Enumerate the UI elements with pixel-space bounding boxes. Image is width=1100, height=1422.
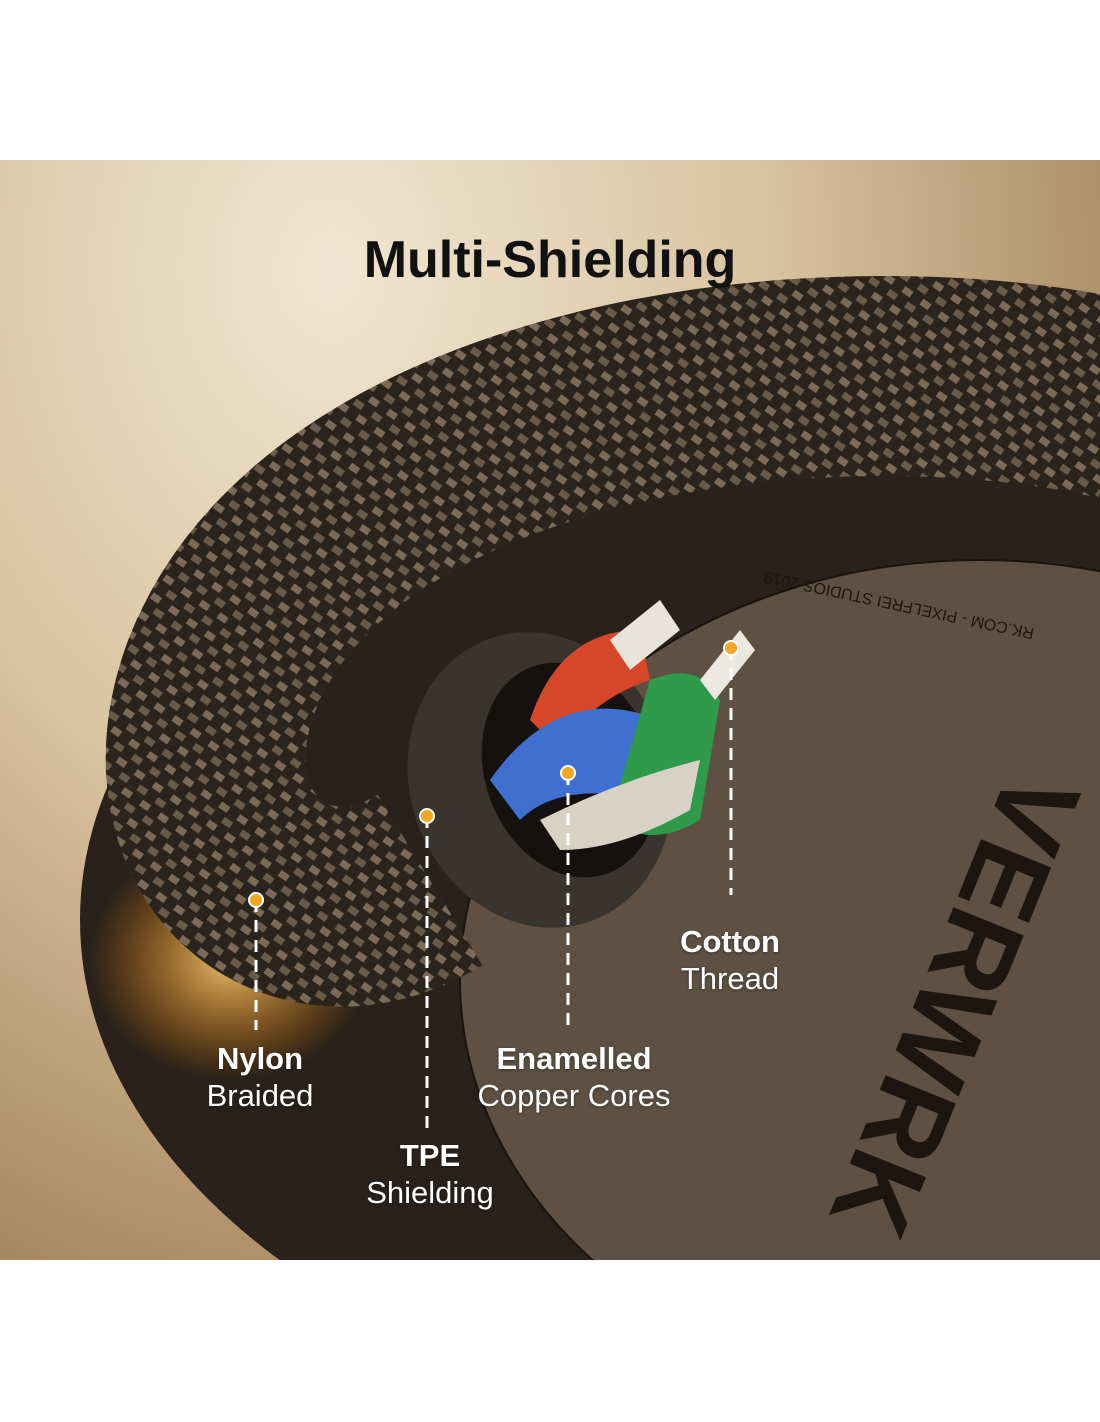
cotton-thread-label: Cotton Thread <box>640 923 820 997</box>
copper-dot <box>560 765 576 781</box>
cotton-core <box>540 760 700 850</box>
cable-illustration: VERWRK RK.COM - PIXELFREI STUDIOS 2019 <box>80 276 1100 1260</box>
enamelled-copper-label: Enamelled Copper Cores <box>454 1040 694 1114</box>
label-normal: Copper Cores <box>477 1078 671 1113</box>
white-core <box>610 600 680 670</box>
label-bold: Enamelled <box>496 1041 652 1076</box>
label-bold: TPE <box>399 1138 461 1173</box>
tpe-shielding-label: TPE Shielding <box>340 1137 520 1211</box>
label-bold: Nylon <box>216 1041 304 1076</box>
label-normal: Thread <box>680 961 780 996</box>
nylon-braided-label: Nylon Braided <box>170 1040 350 1114</box>
page-title: Multi-Shielding <box>363 231 737 289</box>
tpe-dot <box>419 808 435 824</box>
label-bold: Cotton <box>680 924 780 959</box>
cotton-dot <box>723 640 739 656</box>
product-scene: VERWRK RK.COM - PIXELFREI STUDIOS 2019 <box>0 160 1100 1260</box>
nylon-dot <box>248 892 264 908</box>
braided-cable <box>105 276 1100 1007</box>
label-normal: Shielding <box>366 1175 494 1210</box>
label-normal: Braided <box>206 1078 314 1113</box>
